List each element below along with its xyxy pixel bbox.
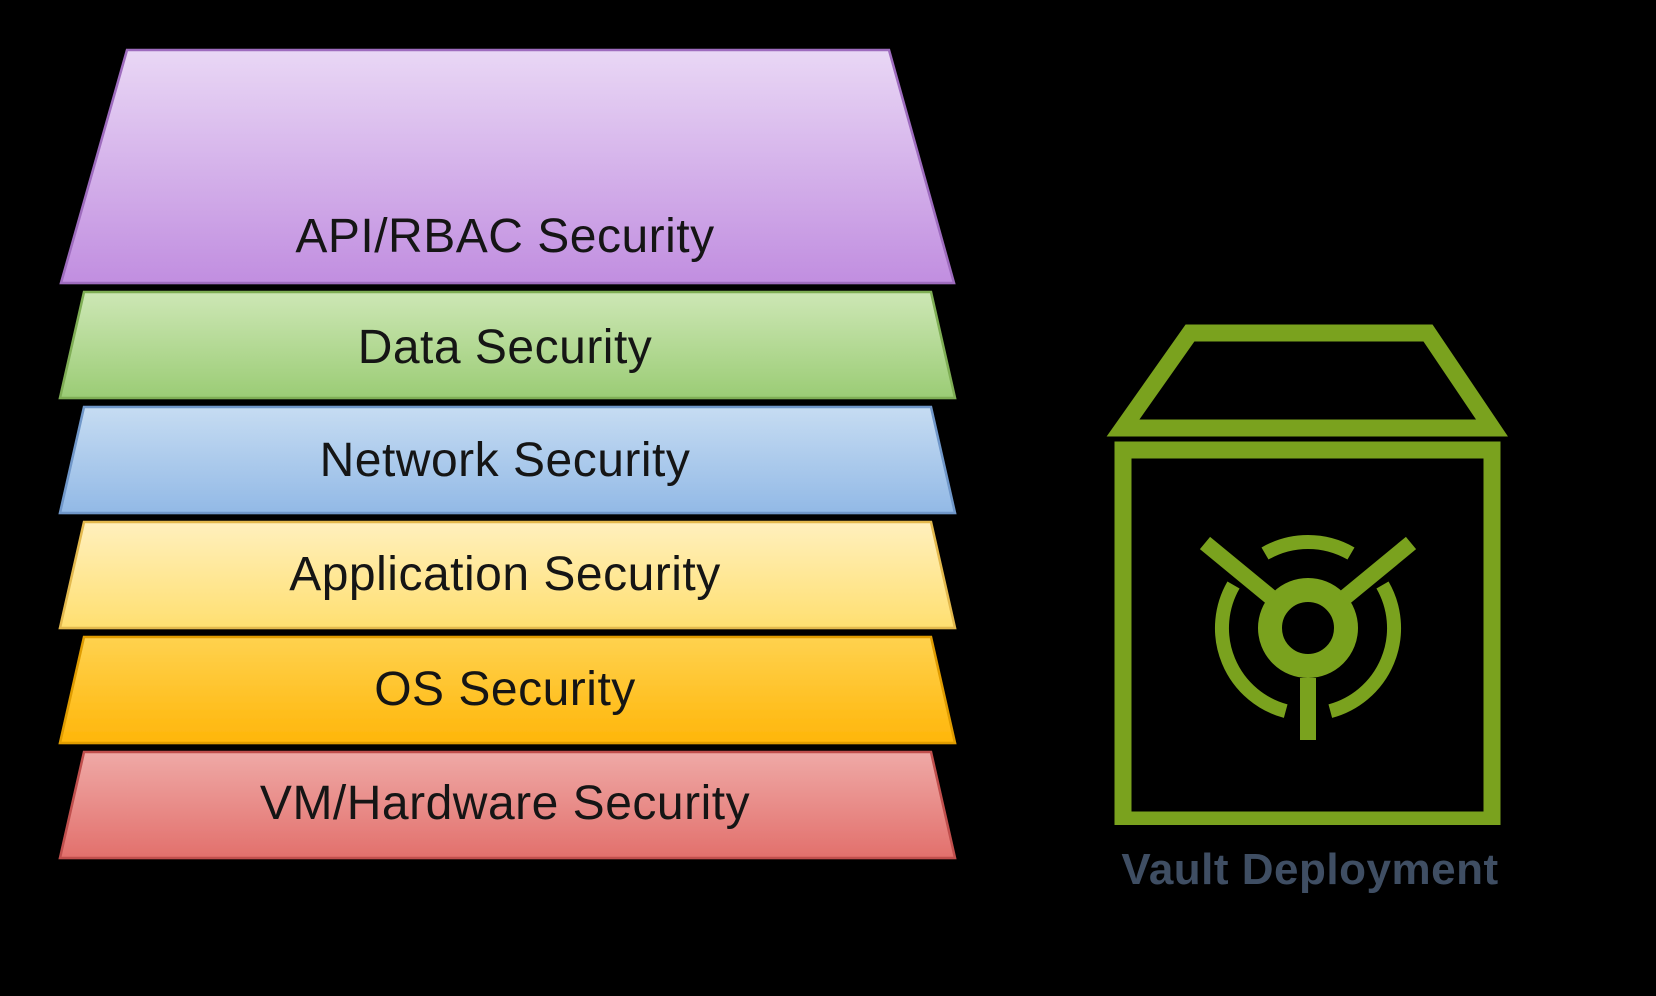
layer-shape-vm-hardware-security	[58, 750, 957, 860]
vault-symbol-spoke-up-left	[1199, 536, 1279, 606]
vault-symbol-spoke-up-right	[1337, 536, 1417, 606]
layer-shape-network-security	[58, 405, 957, 515]
vault-deployment-label: Vault Deployment	[1121, 845, 1499, 894]
vault-lid-shape	[1106, 324, 1508, 437]
layer-shape-api-rbac-security	[59, 48, 956, 285]
vault-body-shape	[1114, 441, 1501, 825]
vault-symbol-hub	[1258, 578, 1358, 678]
vault-symbol-ring-left-arc	[1214, 581, 1288, 718]
layer-shape-data-security	[58, 290, 957, 400]
layer-shape-os-security	[58, 635, 957, 745]
vault-symbol-ring-top-arc	[1261, 534, 1355, 560]
layer-shape-application-security	[58, 520, 957, 630]
vault-box-icon	[1106, 324, 1508, 825]
security-stack-diagram	[58, 48, 957, 860]
vault-symbol-ring-right-arc	[1328, 581, 1402, 718]
